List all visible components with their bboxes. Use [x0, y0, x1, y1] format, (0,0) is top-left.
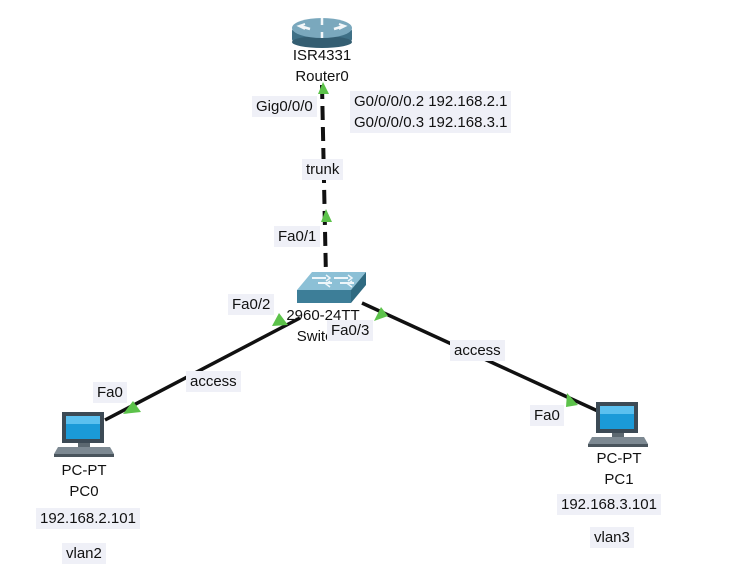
port-up-indicator-pc1: [566, 393, 578, 407]
router-icon[interactable]: [292, 18, 352, 48]
trunk-link-label: trunk: [302, 159, 344, 180]
router-subif-2: G0/0/0/0.3 192.168.3.1: [350, 112, 512, 133]
switch-model-label: 2960-24TT: [286, 307, 360, 324]
access-link-pc1-label: access: [450, 340, 505, 361]
router-name-label: Router0: [295, 68, 349, 85]
trunk-link[interactable]: [320, 84, 328, 279]
pc0-ip-label: 192.168.2.101: [36, 508, 140, 529]
port-up-indicator-switch-fa01: [321, 209, 332, 222]
router-subif-1: G0/0/0/0.2 192.168.2.1: [350, 91, 512, 112]
pc0-vlan-label: vlan2: [62, 543, 106, 564]
pc1-name-label: PC1: [604, 471, 634, 488]
pc1-icon[interactable]: [588, 402, 648, 447]
access-link-pc0-label: access: [186, 371, 241, 392]
switch-port-fa02-label: Fa0/2: [228, 294, 275, 315]
pc1-vlan-label: vlan3: [590, 527, 634, 548]
port-up-indicator-router: [318, 82, 329, 94]
switch-port-fa01-label: Fa0/1: [274, 226, 321, 247]
pc0-model-label: PC-PT: [61, 462, 107, 479]
port-up-indicator-switch-fa03: [374, 307, 388, 321]
port-up-indicator-pc0: [123, 401, 141, 414]
router-port-label: Gig0/0/0: [252, 96, 317, 117]
pc1-port-label: Fa0: [530, 405, 564, 426]
router-model-label: ISR4331: [292, 47, 352, 64]
port-up-indicator-switch-fa02: [272, 313, 288, 326]
access-link-pc0[interactable]: [104, 316, 301, 422]
pc0-icon[interactable]: [54, 412, 114, 457]
pc1-model-label: PC-PT: [596, 450, 642, 467]
pc0-port-label: Fa0: [93, 382, 127, 403]
switch-port-fa03-label: Fa0/3: [327, 320, 374, 341]
pc1-ip-label: 192.168.3.101: [557, 494, 661, 515]
switch-icon[interactable]: [297, 272, 366, 303]
pc0-name-label: PC0: [69, 483, 99, 500]
